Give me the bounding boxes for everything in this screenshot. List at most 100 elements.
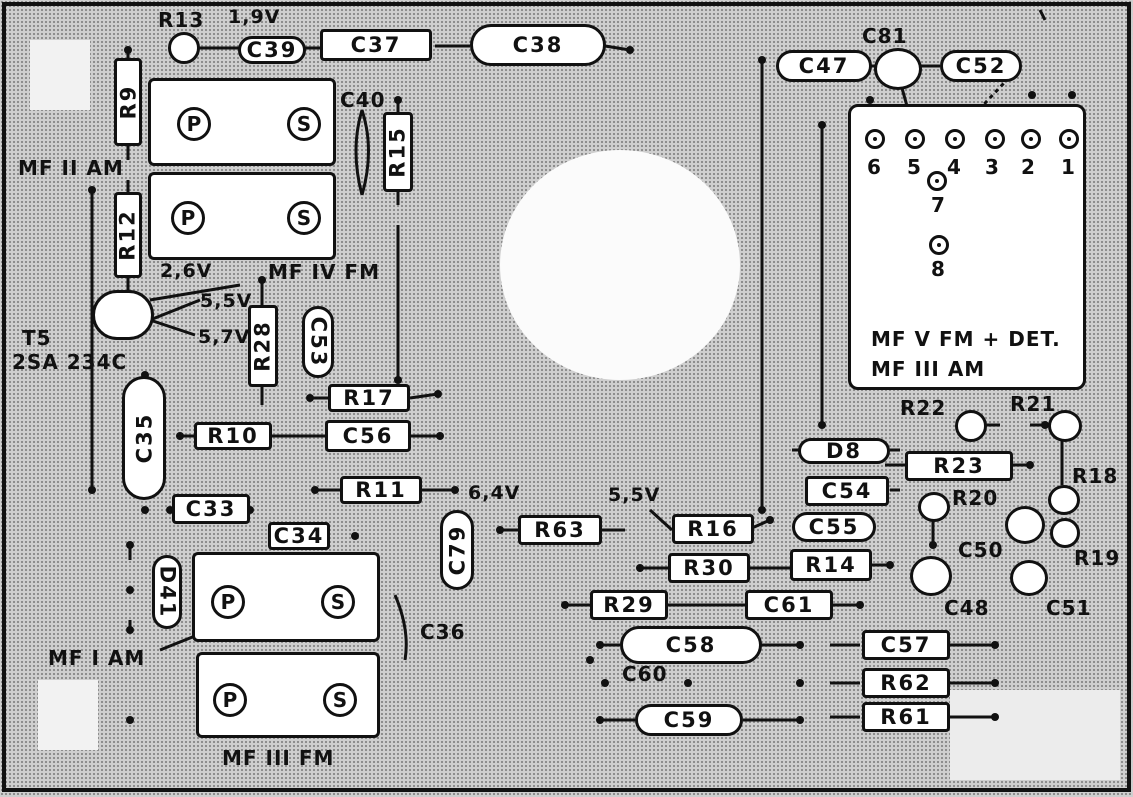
c79-capacitor: C79 bbox=[440, 510, 474, 590]
mf3fm-label: MF III FM bbox=[222, 746, 335, 770]
t5-label: T5 bbox=[22, 326, 52, 350]
t5-type-label: 2SA 234C bbox=[12, 350, 128, 374]
c58-capacitor: C58 bbox=[620, 626, 762, 664]
c50-capacitor bbox=[1005, 506, 1045, 544]
r22-label: R22 bbox=[900, 396, 947, 420]
mf5fm-label: MF V FM + DET. bbox=[871, 327, 1061, 351]
c53-capacitor: C53 bbox=[302, 306, 334, 378]
c55-capacitor: C55 bbox=[792, 512, 876, 542]
r12-resistor: R12 bbox=[114, 192, 142, 278]
r19-trimmer bbox=[1050, 518, 1080, 548]
c50-label: C50 bbox=[958, 538, 1004, 562]
r9-resistor: R9 bbox=[114, 58, 142, 146]
r20-label: R20 bbox=[952, 486, 999, 510]
c38-capacitor: C38 bbox=[470, 24, 606, 66]
c36-label: C36 bbox=[420, 620, 466, 644]
r15-resistor: R15 bbox=[383, 112, 413, 192]
pin-2-pad bbox=[1021, 129, 1041, 149]
c56-capacitor: C56 bbox=[325, 420, 411, 452]
mf4fm-transformer: P S bbox=[148, 172, 336, 260]
mf4fm-label: MF IV FM bbox=[268, 260, 380, 284]
r18-label: R18 bbox=[1072, 464, 1119, 488]
pin-1-pad bbox=[1059, 129, 1079, 149]
pin-1-label: 1 bbox=[1061, 155, 1076, 179]
mf2am-s-pin: S bbox=[287, 107, 321, 141]
r23-resistor: R23 bbox=[905, 451, 1013, 481]
pin-6-pad bbox=[865, 129, 885, 149]
r21-label: R21 bbox=[1010, 392, 1057, 416]
mf3fm-p-pin: P bbox=[213, 683, 247, 717]
pin-7-pad bbox=[927, 171, 947, 191]
r21-trimmer bbox=[1048, 410, 1082, 442]
r62-resistor: R62 bbox=[862, 668, 950, 698]
mf1am-s-pin: S bbox=[321, 585, 355, 619]
c39-capacitor: C39 bbox=[238, 36, 306, 64]
mf2am-p-pin: P bbox=[177, 107, 211, 141]
r28-resistor: R28 bbox=[248, 305, 278, 387]
pin-4-pad bbox=[945, 129, 965, 149]
pin-3-pad bbox=[985, 129, 1005, 149]
r29-resistor: R29 bbox=[590, 590, 668, 620]
mf2am-label: MF II AM bbox=[18, 156, 124, 180]
mf3fm-s-pin: S bbox=[323, 683, 357, 717]
pin-8-pad bbox=[929, 235, 949, 255]
voltage-5-5v-a: 5,5V bbox=[200, 290, 253, 312]
c48-capacitor bbox=[910, 556, 952, 596]
mf1am-transformer: P S bbox=[192, 552, 380, 642]
pin-8-label: 8 bbox=[931, 257, 946, 281]
mf5fm-det-module: 6 5 4 3 2 1 7 8 MF V FM + DET. MF III AM bbox=[848, 104, 1086, 390]
t5-transistor bbox=[92, 290, 154, 340]
d8-diode: D8 bbox=[798, 438, 890, 464]
voltage-2-6v: 2,6V bbox=[160, 260, 213, 282]
r17-resistor: R17 bbox=[328, 384, 410, 412]
c60-label: C60 bbox=[622, 662, 668, 686]
pin-2-label: 2 bbox=[1021, 155, 1036, 179]
r30-resistor: R30 bbox=[668, 553, 750, 583]
pin-7-label: 7 bbox=[931, 193, 946, 217]
c57-capacitor: C57 bbox=[862, 630, 950, 660]
mf3fm-transformer: P S bbox=[196, 652, 380, 738]
mf1am-p-pin: P bbox=[211, 585, 245, 619]
c51-capacitor bbox=[1010, 560, 1048, 596]
r11-resistor: R11 bbox=[340, 476, 422, 504]
r10-resistor: R10 bbox=[194, 422, 272, 450]
d41-diode: D41 bbox=[152, 555, 182, 629]
r20-trimmer bbox=[918, 492, 950, 522]
mf4fm-p-pin: P bbox=[171, 201, 205, 235]
r61-resistor: R61 bbox=[862, 702, 950, 732]
pin-6-label: 6 bbox=[867, 155, 882, 179]
c81-capacitor bbox=[874, 48, 922, 90]
c51-label: C51 bbox=[1046, 596, 1092, 620]
pin-5-pad bbox=[905, 129, 925, 149]
r18-trimmer bbox=[1048, 485, 1080, 515]
pin-4-label: 4 bbox=[947, 155, 962, 179]
mf2am-transformer: P S bbox=[148, 78, 336, 166]
pin-3-label: 3 bbox=[985, 155, 1000, 179]
mf4fm-s-pin: S bbox=[287, 201, 321, 235]
c34-capacitor: C34 bbox=[268, 522, 330, 550]
voltage-5-7v: 5,7V bbox=[198, 326, 251, 348]
c35-capacitor: C35 bbox=[122, 376, 166, 500]
c37-capacitor: C37 bbox=[320, 29, 432, 61]
mf3am-label: MF III AM bbox=[871, 357, 986, 381]
r14-resistor: R14 bbox=[790, 549, 872, 581]
voltage-1-9v: 1,9V bbox=[228, 6, 281, 28]
r19-label: R19 bbox=[1074, 546, 1121, 570]
c61-capacitor: C61 bbox=[745, 590, 833, 620]
c59-capacitor: C59 bbox=[635, 704, 743, 736]
c54-capacitor: C54 bbox=[805, 476, 889, 506]
c48-label: C48 bbox=[944, 596, 990, 620]
mf1am-label: MF I AM bbox=[48, 646, 146, 670]
r63-resistor: R63 bbox=[518, 515, 602, 545]
pin-5-label: 5 bbox=[907, 155, 922, 179]
voltage-6-4v: 6,4V bbox=[468, 482, 521, 504]
r22-trimmer bbox=[955, 410, 987, 442]
c33-capacitor: C33 bbox=[172, 494, 250, 524]
r13-label: R13 bbox=[158, 8, 205, 32]
r13-trimmer bbox=[168, 32, 200, 64]
c47-capacitor: C47 bbox=[776, 50, 872, 82]
voltage-5-5v-b: 5,5V bbox=[608, 484, 661, 506]
c81-label: C81 bbox=[862, 24, 908, 48]
